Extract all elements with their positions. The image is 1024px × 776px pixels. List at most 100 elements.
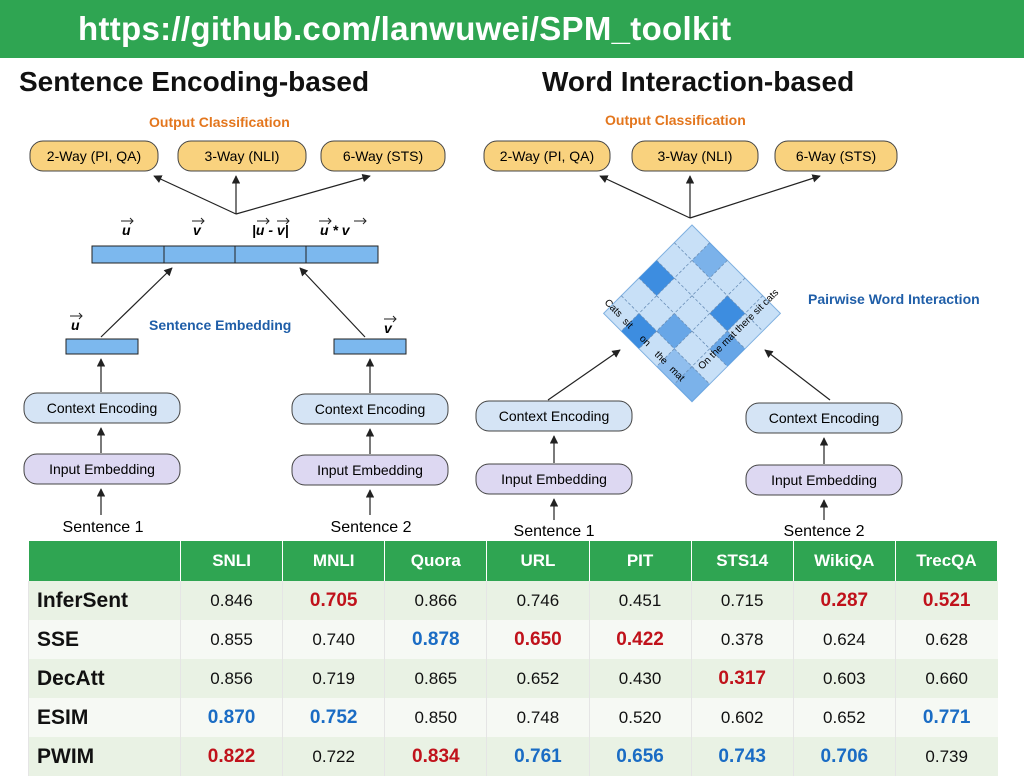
score-cell: 0.660 bbox=[894, 659, 998, 698]
score-cell: 0.628 bbox=[894, 620, 998, 659]
svg-text:6-Way (STS): 6-Way (STS) bbox=[796, 148, 876, 164]
vector-u-label: u bbox=[71, 317, 80, 333]
concatenated-feature-vector bbox=[91, 245, 379, 264]
left-sentence-1-label: Sentence 1 bbox=[63, 519, 144, 536]
svg-text:2-Way (PI, QA): 2-Way (PI, QA) bbox=[500, 148, 594, 164]
sentence-vector-u bbox=[65, 338, 139, 355]
right-panel-title: Word Interaction-based bbox=[542, 66, 855, 97]
score-cell: 0.746 bbox=[486, 581, 589, 620]
score-cell: 0.652 bbox=[486, 659, 589, 698]
right-output-6way: 6-Way (STS) bbox=[774, 140, 898, 172]
right-sentence-2-label: Sentence 2 bbox=[784, 523, 865, 540]
left-output-6way: 6-Way (STS) bbox=[320, 140, 446, 172]
sentence-embedding-label: Sentence Embedding bbox=[149, 317, 291, 333]
column-header: URL bbox=[486, 541, 590, 581]
right-input-embedding-2: Input Embedding bbox=[745, 464, 903, 496]
column-header: Quora bbox=[384, 541, 488, 581]
pairwise-interaction-grid bbox=[602, 224, 782, 403]
right-sentence-1-label: Sentence 1 bbox=[514, 523, 595, 540]
right-context-encoding-2: Context Encoding bbox=[745, 402, 903, 434]
svg-text:Input Embedding: Input Embedding bbox=[771, 472, 877, 488]
left-input-embedding-1: Input Embedding bbox=[23, 453, 181, 485]
score-cell: 0.850 bbox=[384, 698, 487, 737]
pairwise-word-interaction-label: Pairwise Word Interaction bbox=[808, 291, 980, 307]
score-cell: 0.705 bbox=[282, 581, 385, 620]
left-context-encoding-2: Context Encoding bbox=[291, 393, 449, 425]
vector-u-arrow-icon bbox=[70, 312, 83, 320]
left-sentence-2-label: Sentence 2 bbox=[331, 519, 412, 536]
score-cell: 0.422 bbox=[588, 620, 692, 659]
left-input-embedding-2: Input Embedding bbox=[291, 454, 449, 486]
svg-text:6-Way (STS): 6-Way (STS) bbox=[343, 148, 423, 164]
left-output-2way: 2-Way (PI, QA) bbox=[29, 140, 159, 172]
score-cell: 0.865 bbox=[384, 659, 487, 698]
score-cell: 0.451 bbox=[588, 581, 692, 620]
score-cell: 0.650 bbox=[486, 620, 589, 659]
svg-text:Context Encoding: Context Encoding bbox=[499, 408, 610, 424]
score-cell: 0.856 bbox=[179, 659, 283, 698]
model-name-cell: PWIM bbox=[28, 737, 181, 776]
model-name-cell: SSE bbox=[28, 620, 181, 659]
left-output-classification-label: Output Classification bbox=[149, 114, 290, 130]
score-cell: 0.602 bbox=[690, 698, 794, 737]
column-header: PIT bbox=[588, 541, 692, 581]
svg-text:3-Way (NLI): 3-Way (NLI) bbox=[658, 148, 733, 164]
left-panel-title: Sentence Encoding-based bbox=[19, 66, 370, 97]
column-header: SNLI bbox=[179, 541, 284, 581]
score-cell: 0.378 bbox=[690, 620, 794, 659]
svg-text:2-Way (PI, QA): 2-Way (PI, QA) bbox=[47, 148, 141, 164]
score-cell: 0.855 bbox=[179, 620, 283, 659]
column-header: TrecQA bbox=[894, 541, 999, 581]
score-cell: 0.521 bbox=[894, 581, 998, 620]
score-cell: 0.430 bbox=[588, 659, 692, 698]
score-cell: 0.752 bbox=[282, 698, 385, 737]
column-header: MNLI bbox=[282, 541, 386, 581]
score-cell: 0.706 bbox=[792, 737, 896, 776]
score-cell: 0.287 bbox=[792, 581, 896, 620]
left-output-3way: 3-Way (NLI) bbox=[177, 140, 307, 172]
feature-product-label: u * v bbox=[320, 222, 351, 238]
right-output-3way: 3-Way (NLI) bbox=[631, 140, 759, 172]
score-cell: 0.739 bbox=[894, 737, 998, 776]
score-cell: 0.822 bbox=[179, 737, 283, 776]
vector-v-arrow-icon bbox=[384, 315, 397, 323]
score-cell: 0.520 bbox=[588, 698, 692, 737]
score-cell: 0.719 bbox=[282, 659, 385, 698]
svg-text:Context Encoding: Context Encoding bbox=[769, 410, 880, 426]
score-cell: 0.748 bbox=[486, 698, 589, 737]
score-cell: 0.624 bbox=[792, 620, 896, 659]
left-context-encoding-1: Context Encoding bbox=[23, 392, 181, 424]
score-cell: 0.761 bbox=[486, 737, 589, 776]
table-header-row: SNLI MNLI Quora URL PIT STS14 WikiQA Tre… bbox=[28, 541, 999, 581]
score-cell: 0.866 bbox=[384, 581, 487, 620]
svg-text:Context Encoding: Context Encoding bbox=[47, 400, 158, 416]
score-cell: 0.870 bbox=[179, 698, 283, 737]
model-name-cell: DecAtt bbox=[28, 659, 181, 698]
score-cell: 0.743 bbox=[690, 737, 794, 776]
vector-arrow-icons bbox=[121, 217, 367, 225]
right-output-classification-label: Output Classification bbox=[605, 112, 746, 128]
model-name-cell: ESIM bbox=[28, 698, 181, 737]
table-header-corner bbox=[28, 541, 181, 581]
svg-text:Input Embedding: Input Embedding bbox=[501, 471, 607, 487]
score-cell: 0.834 bbox=[384, 737, 487, 776]
score-cell: 0.846 bbox=[179, 581, 283, 620]
feature-u-label: u bbox=[122, 222, 131, 238]
score-cell: 0.715 bbox=[690, 581, 794, 620]
github-url-banner: https://github.com/lanwuwei/SPM_toolkit bbox=[0, 0, 1024, 58]
svg-text:Input Embedding: Input Embedding bbox=[49, 461, 155, 477]
svg-text:Input Embedding: Input Embedding bbox=[317, 462, 423, 478]
score-cell: 0.722 bbox=[282, 737, 385, 776]
feature-abs-diff-label: |u - v| bbox=[252, 222, 289, 238]
score-cell: 0.656 bbox=[588, 737, 692, 776]
sentence-vector-v bbox=[333, 338, 407, 355]
model-name-cell: InferSent bbox=[28, 581, 181, 620]
column-header: STS14 bbox=[690, 541, 794, 581]
right-output-2way: 2-Way (PI, QA) bbox=[483, 140, 611, 172]
vector-v-label: v bbox=[384, 320, 393, 336]
score-cell: 0.652 bbox=[792, 698, 896, 737]
